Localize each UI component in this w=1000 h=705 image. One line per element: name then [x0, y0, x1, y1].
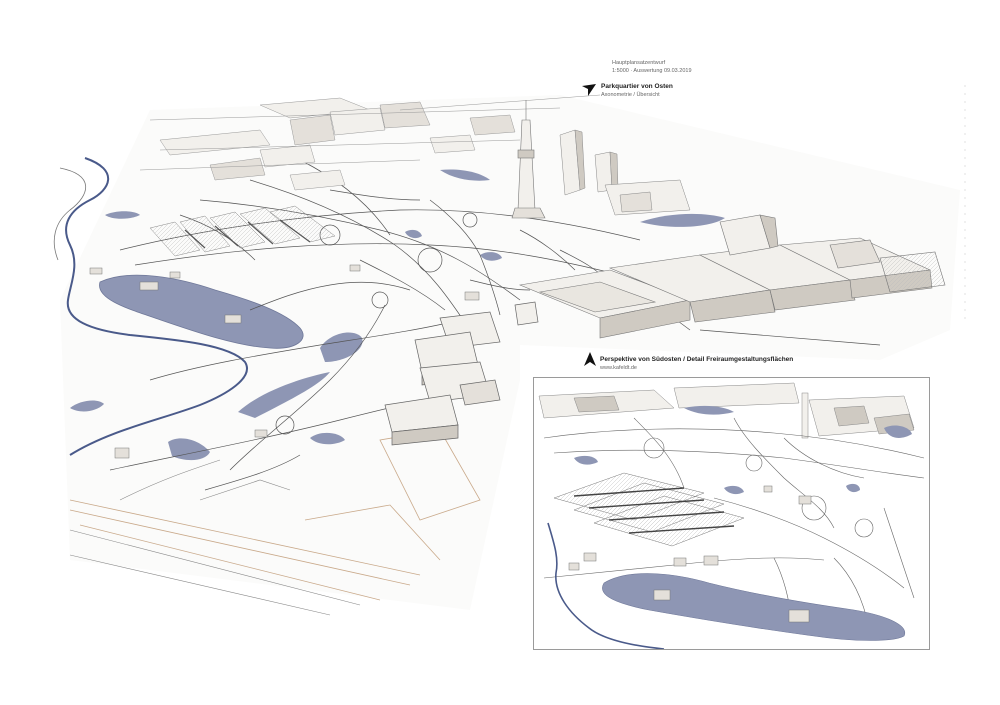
blocks-east: [518, 214, 946, 339]
inset-view-subtitle: www.kafeldt.de: [600, 365, 637, 371]
inset-river-line: [547, 522, 665, 650]
plan-lines-gray: [69, 459, 361, 616]
main-view-subtitle: Axonometrie / Übersicht: [601, 92, 660, 98]
pond-6: [640, 213, 725, 227]
inset-pavilions: [568, 485, 812, 623]
sheet-edge-marks: [964, 85, 966, 325]
inset-lake: [602, 573, 906, 641]
inset-pond-3: [574, 455, 598, 465]
inset-paths: [543, 417, 925, 629]
river-bank-line: [53, 167, 87, 261]
inset-pond-5: [724, 485, 744, 495]
inset-detail-drawing: [534, 378, 929, 650]
pond-7: [70, 400, 104, 412]
tv-tower: [511, 100, 546, 219]
inset-pond-2: [884, 425, 912, 438]
inset-pond-1: [684, 405, 734, 415]
main-view-title: Parkquartier von Osten: [601, 83, 673, 90]
pond-8: [480, 252, 502, 261]
inset-building-rows: [553, 472, 745, 547]
north-arrow-icon: [584, 352, 596, 366]
inset-pond-4: [846, 483, 860, 493]
header-line-2: 1:5000 · Auswertung 09.03.2019: [612, 68, 692, 74]
central-complex: [384, 301, 539, 446]
pond-4: [310, 432, 345, 445]
inset-detail-view: [533, 377, 930, 650]
pavilions: [89, 264, 480, 459]
river-line: [65, 157, 248, 456]
pond-10: [405, 229, 422, 239]
city-north-lines: [139, 94, 601, 171]
north-arrow-icon: [582, 84, 596, 96]
pond-9: [440, 169, 490, 181]
pond-2: [238, 372, 330, 418]
towers-east: [559, 129, 691, 216]
header-line-1: Hauptplansatzentwurf: [612, 60, 666, 66]
pond-3: [168, 438, 210, 461]
inset-town: [538, 382, 915, 439]
inset-view-title: Perspektive von Südosten / Detail Freira…: [600, 356, 794, 363]
main-lake: [99, 274, 304, 349]
pond-5: [105, 211, 140, 219]
building-rows-west: [149, 205, 336, 257]
